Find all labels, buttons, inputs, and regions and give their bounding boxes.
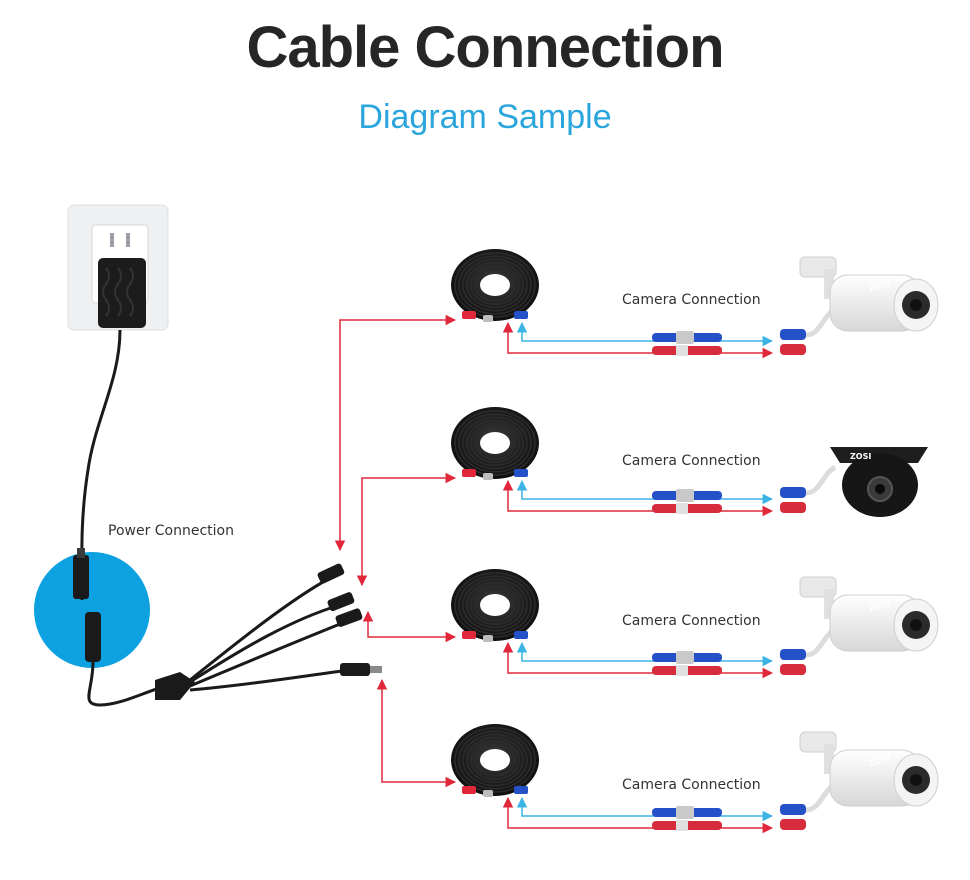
channel-row-1: ZOSI: [451, 249, 939, 359]
camera-connection-label-4: Camera Connection: [622, 777, 761, 793]
cable-coil-icon: [451, 407, 539, 480]
power-arrow: [502, 796, 774, 834]
power-plug-highlight: [34, 552, 150, 668]
bnc-dc-connector-icon: [652, 651, 722, 676]
video-arrow: [516, 479, 774, 505]
dome-camera-icon: ZOSI: [780, 447, 928, 517]
page-title: Cable Connection: [246, 15, 724, 80]
video-arrow: [516, 321, 774, 347]
power-connection-label: Power Connection: [108, 523, 234, 539]
video-arrow: [516, 796, 774, 822]
cable-coil-icon: [451, 249, 539, 322]
cable-coil-icon: [451, 724, 539, 797]
power-adapter-icon: [98, 258, 146, 328]
page-subtitle: Diagram Sample: [358, 98, 612, 136]
bnc-dc-connector-icon: [652, 489, 722, 514]
cable-coil-icon: [451, 569, 539, 642]
video-arrow: [516, 641, 774, 667]
channel-row-4: ZOSI: [451, 724, 939, 834]
bnc-dc-connector-icon: [652, 331, 722, 356]
svg-text:ZOSI: ZOSI: [850, 452, 871, 461]
camera-connection-label-3: Camera Connection: [622, 613, 761, 629]
power-arrow: [502, 641, 774, 679]
camera-connection-label-2: Camera Connection: [622, 453, 761, 469]
power-arrow: [502, 479, 774, 517]
channel-row-2: ZOSI: [451, 407, 928, 517]
bullet-camera-icon: ZOSI: [780, 256, 939, 355]
channel-row-3: ZOSI: [451, 569, 939, 679]
power-arrow: [502, 321, 774, 359]
camera-connection-label-1: Camera Connection: [622, 292, 761, 308]
power-arrows: [334, 314, 457, 788]
dc-plug-icon: [73, 548, 101, 662]
bullet-camera-icon: ZOSI: [780, 731, 939, 830]
bullet-camera-icon: ZOSI: [780, 576, 939, 675]
bnc-dc-connector-icon: [652, 806, 722, 831]
splitter-icon: [155, 563, 382, 700]
